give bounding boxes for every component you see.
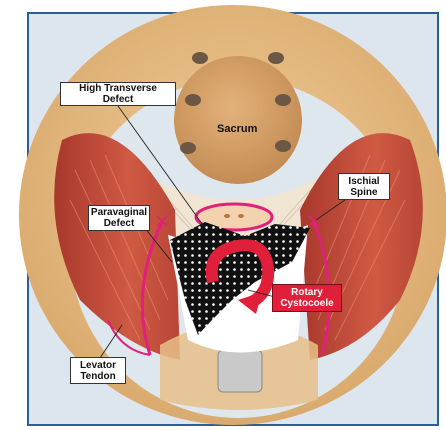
label-paravaginal-defect: Paravaginal Defect xyxy=(88,205,150,231)
label-high-transverse-defect: High Transverse Defect xyxy=(60,82,176,106)
urethra-block xyxy=(218,350,262,392)
label-levator-tendon: Levator Tendon xyxy=(70,357,126,384)
label-sacrum: Sacrum xyxy=(217,123,257,135)
label-ischial-spine: Ischial Spine xyxy=(338,173,390,200)
sacrum-bone xyxy=(174,56,302,184)
label-rotary-cystocoele: Rotary Cystocoele xyxy=(272,284,342,312)
